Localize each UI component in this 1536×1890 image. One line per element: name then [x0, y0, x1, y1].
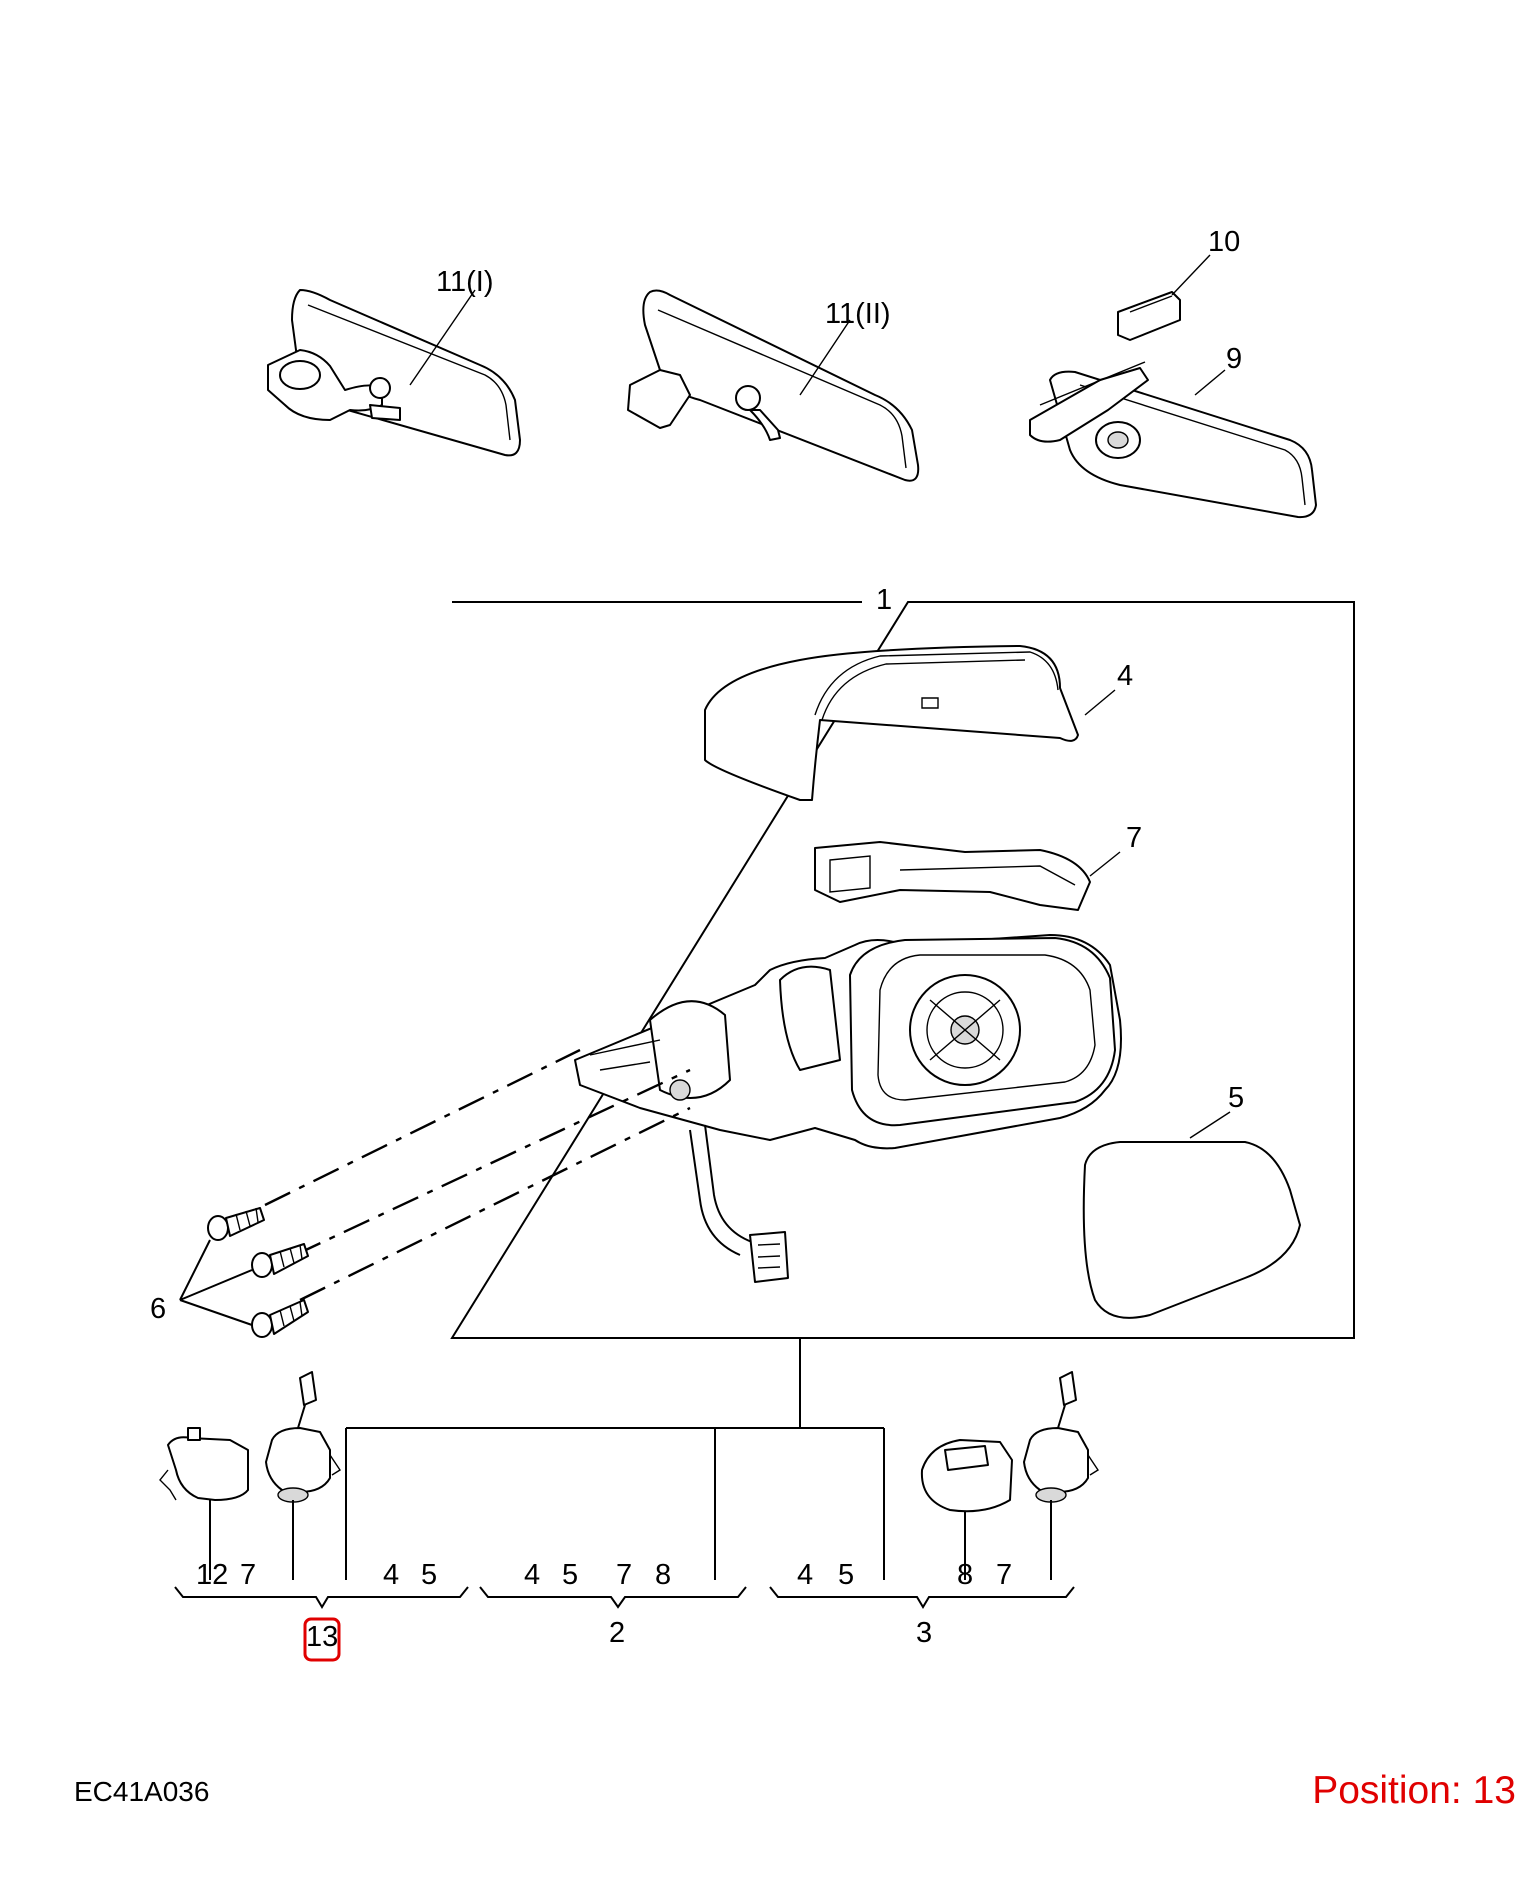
- position-highlight-box: [303, 1617, 341, 1662]
- group3-label-7[interactable]: 7: [996, 1559, 1012, 1591]
- group2-label-7[interactable]: 7: [616, 1559, 632, 1591]
- position-label: Position: 13: [1312, 1769, 1516, 1812]
- bottom-component-13[interactable]: [265, 1371, 341, 1580]
- group3-label-8[interactable]: 8: [957, 1559, 973, 1591]
- mirror-glass-5[interactable]: [1082, 1111, 1301, 1319]
- callout-7[interactable]: 7: [1126, 822, 1142, 854]
- turn-signal-7[interactable]: [814, 841, 1121, 911]
- screws-6[interactable]: [179, 1048, 691, 1338]
- group3-label-4[interactable]: 4: [797, 1559, 813, 1591]
- clip-part-10[interactable]: [1117, 254, 1211, 341]
- interior-mirror-9[interactable]: [1029, 361, 1317, 519]
- interior-mirror-11-i[interactable]: [267, 289, 521, 457]
- callout-3[interactable]: 3: [916, 1617, 932, 1649]
- mirror-housing-1[interactable]: [574, 934, 1122, 1283]
- mirror-cover-4[interactable]: [704, 645, 1116, 801]
- interior-mirror-11-ii[interactable]: [627, 289, 920, 482]
- brace-group-3: [769, 1586, 1075, 1609]
- brace-group-13: [174, 1586, 469, 1609]
- callout-5[interactable]: 5: [1228, 1082, 1244, 1114]
- brace-group-2: [479, 1586, 747, 1609]
- kit-tree-lines: [345, 1338, 885, 1580]
- callout-11-i[interactable]: 11(I): [436, 266, 493, 298]
- callout-6[interactable]: 6: [150, 1293, 166, 1325]
- callout-1[interactable]: 1: [876, 584, 892, 616]
- group13-label-5[interactable]: 5: [421, 1559, 437, 1591]
- screw-middle: [251, 1243, 309, 1278]
- bottom-component-12[interactable]: [159, 1427, 249, 1580]
- group3-label-5[interactable]: 5: [838, 1559, 854, 1591]
- group13-label-4[interactable]: 4: [383, 1559, 399, 1591]
- callout-4[interactable]: 4: [1117, 660, 1133, 692]
- group2-label-8[interactable]: 8: [655, 1559, 671, 1591]
- screw-bottom: [251, 1299, 309, 1338]
- bottom-component-8[interactable]: [920, 1439, 1013, 1580]
- callout-10[interactable]: 10: [1208, 226, 1240, 258]
- drawing-code: EC41A036: [74, 1776, 210, 1807]
- callout-11-ii[interactable]: 11(II): [825, 298, 891, 330]
- bottom-component-7[interactable]: [1023, 1371, 1099, 1580]
- group2-label-4[interactable]: 4: [524, 1559, 540, 1591]
- group13-label-12[interactable]: 12: [196, 1559, 228, 1591]
- group13-label-7[interactable]: 7: [240, 1559, 256, 1591]
- callout-9[interactable]: 9: [1226, 343, 1242, 375]
- callout-2[interactable]: 2: [609, 1617, 625, 1649]
- screw-top: [207, 1207, 265, 1241]
- callout-13[interactable]: 13: [306, 1621, 338, 1653]
- group2-label-5[interactable]: 5: [562, 1559, 578, 1591]
